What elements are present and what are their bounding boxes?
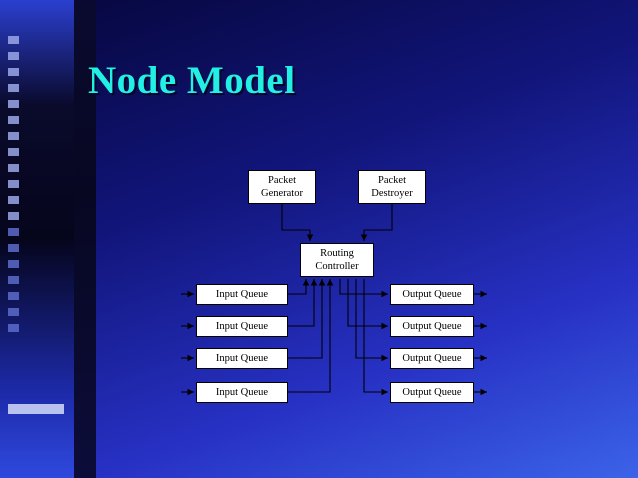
node-output-queue-2[interactable]: Output Queue <box>390 316 474 337</box>
node-label-line-1: Packet <box>378 175 406 186</box>
page-title: Node Model <box>88 59 296 102</box>
node-packet-destroyer[interactable]: Packet Destroyer <box>358 170 426 204</box>
node-label-line-1: Routing <box>320 248 354 259</box>
node-input-queue-1[interactable]: Input Queue <box>196 284 288 305</box>
node-input-queue-2[interactable]: Input Queue <box>196 316 288 337</box>
node-label-line-2: Destroyer <box>371 188 413 199</box>
node-label: Input Queue <box>215 353 269 364</box>
node-label-line-2: Controller <box>315 261 359 272</box>
decorative-square-column <box>8 36 20 332</box>
node-packet-generator[interactable]: Packet Generator <box>248 170 316 204</box>
node-label: Output Queue <box>402 289 462 300</box>
node-label: Output Queue <box>402 387 462 398</box>
node-output-queue-3[interactable]: Output Queue <box>390 348 474 369</box>
node-label: Input Queue <box>215 289 269 300</box>
node-routing-controller[interactable]: Routing Controller <box>300 243 374 277</box>
node-label: Output Queue <box>402 353 462 364</box>
slide-left-stripe <box>74 0 96 478</box>
node-input-queue-3[interactable]: Input Queue <box>196 348 288 369</box>
node-label: Output Queue <box>402 321 462 332</box>
node-input-queue-4[interactable]: Input Queue <box>196 382 288 403</box>
node-label: Input Queue <box>215 387 269 398</box>
node-label-line-1: Packet <box>268 175 296 186</box>
node-label-line-2: Generator <box>261 188 303 199</box>
node-output-queue-4[interactable]: Output Queue <box>390 382 474 403</box>
node-output-queue-1[interactable]: Output Queue <box>390 284 474 305</box>
node-label: Input Queue <box>215 321 269 332</box>
decorative-bar <box>8 404 64 414</box>
